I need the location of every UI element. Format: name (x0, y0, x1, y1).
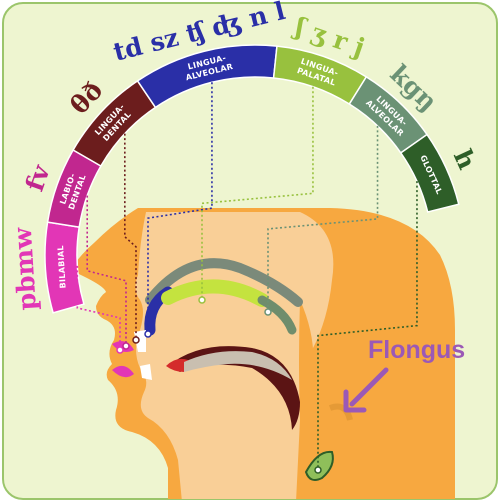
band-glottal (399, 133, 460, 213)
soft-palate-point-marker (264, 308, 272, 316)
connector-linguaalveolar (147, 82, 213, 334)
tongue-tip (166, 358, 188, 372)
connector-labiodental (86, 195, 127, 346)
band-label-bilabial: BILABIAL (56, 245, 68, 289)
soft-palate-segment (257, 295, 297, 335)
label-bands: BILABIALLABIO-DENTALLINGUA-DENTALLINGUA-… (44, 44, 460, 314)
lower-teeth (140, 364, 152, 380)
symbols-bilabial: pbmw (8, 225, 42, 311)
hard-palate-point-marker (198, 296, 206, 304)
upper-teeth (134, 330, 146, 352)
connector-lines (76, 82, 418, 474)
connector-glottal (317, 181, 418, 470)
glottis-point-marker (314, 466, 322, 474)
flongus-label: Flongus (368, 336, 465, 364)
teeth-lip-point-marker (122, 342, 130, 350)
connector-linguapalatal (201, 86, 314, 300)
alveolar-ridge-point-marker (144, 330, 152, 338)
connector-bilabial (76, 265, 121, 350)
teeth-tongue-point-marker (132, 336, 140, 344)
arrow-icon (343, 367, 389, 413)
tongue-body (184, 351, 292, 380)
hard-palate-segment (161, 279, 269, 307)
connector-linguaalveolar_back (267, 125, 379, 312)
nasal-cavity-outline (145, 258, 303, 307)
glottis (304, 450, 334, 481)
lower-lip (112, 365, 134, 378)
epiglottis (328, 403, 353, 421)
lips-point-marker (116, 346, 124, 354)
